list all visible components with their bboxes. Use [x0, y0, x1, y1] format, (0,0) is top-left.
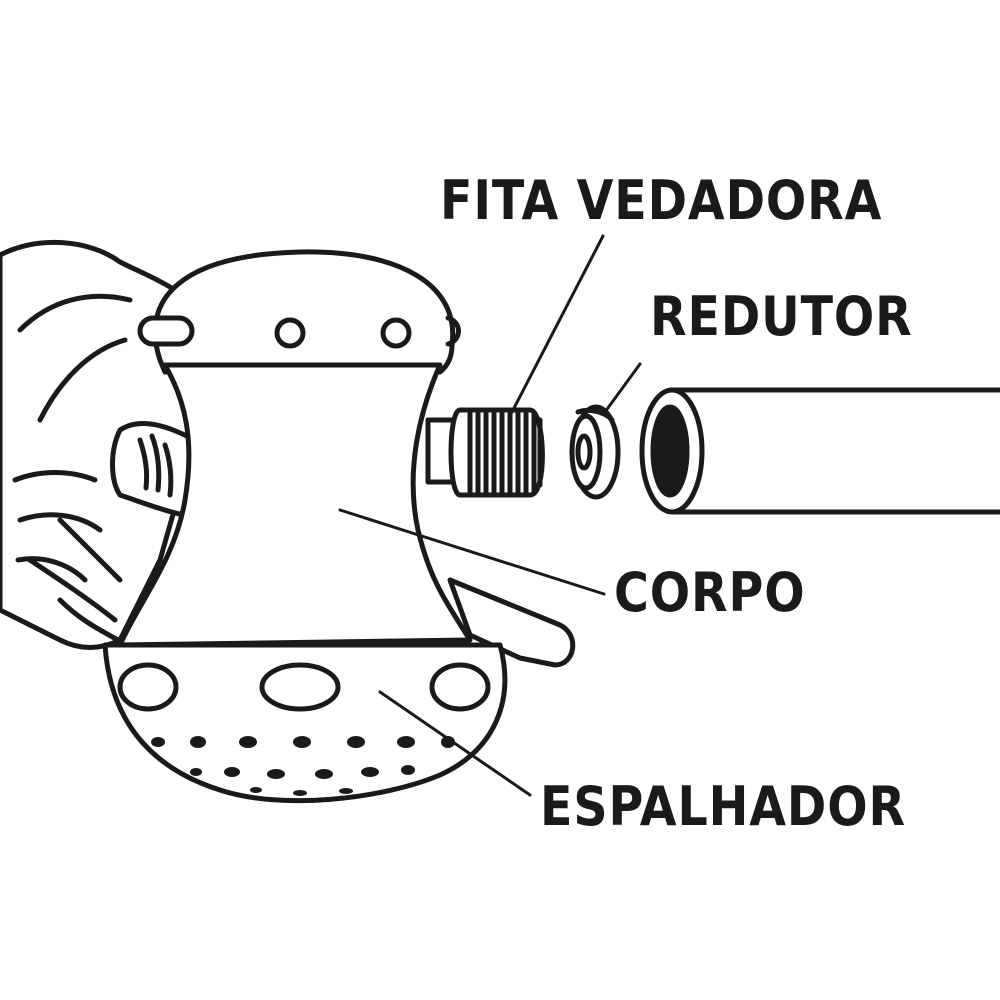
label-espalhador: ESPALHADOR — [540, 775, 906, 838]
leader-redutor — [605, 364, 640, 412]
leader-lines — [340, 236, 640, 795]
pipe-icon — [642, 390, 1000, 512]
leader-espalhador — [380, 692, 530, 795]
label-fita-vedadora: FITA VEDADORA — [440, 169, 883, 232]
label-redutor: REDUTOR — [650, 285, 913, 348]
threaded-nipple-icon — [428, 410, 542, 495]
leader-corpo — [340, 510, 604, 594]
corpo-body — [120, 365, 470, 645]
label-corpo: CORPO — [614, 561, 806, 624]
espalhador — [105, 645, 505, 801]
reducer-washer-icon — [572, 407, 618, 497]
leader-fita — [512, 236, 603, 412]
spray-holes — [151, 736, 455, 796]
shower-head-icon — [105, 252, 573, 801]
